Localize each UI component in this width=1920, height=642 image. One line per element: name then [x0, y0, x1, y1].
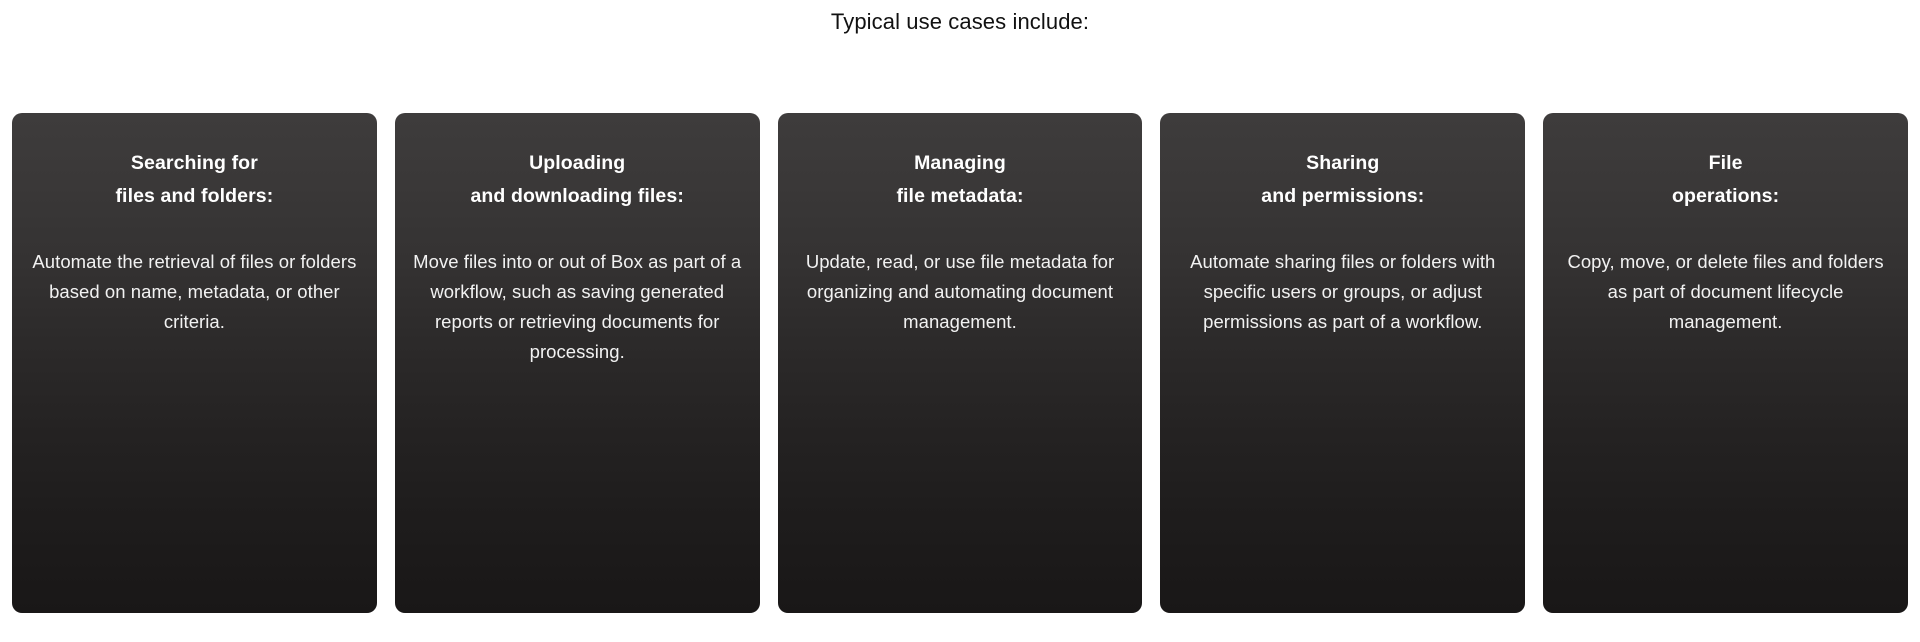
use-case-card-uploading: Uploading and downloading files: Move fi… [394, 113, 760, 613]
card-heading: Uploading and downloading files: [470, 152, 684, 207]
card-body: Copy, move, or delete files and folders … [1567, 251, 1884, 332]
use-case-card-sharing-permissions: Sharing and permissions: Automate sharin… [1160, 113, 1526, 613]
card-body: Automate sharing files or folders with s… [1190, 251, 1496, 332]
card-heading: File operations: [1671, 152, 1780, 207]
use-case-card-managing-metadata: Managing file metadata: Update, read, or… [777, 113, 1143, 613]
card-body: Automate the retrieval of files or folde… [32, 251, 357, 332]
card-heading: Sharing and permissions: [1261, 152, 1425, 207]
card-heading: Managing file metadata: [896, 152, 1024, 207]
use-case-card-searching: Searching for files and folders: Automat… [12, 113, 377, 613]
use-case-card-row: Searching for files and folders: Automat… [12, 113, 1908, 613]
card-body: Update, read, or use file metadata for o… [805, 251, 1115, 332]
card-body: Move files into or out of Box as part of… [413, 251, 742, 362]
card-heading: Searching for files and folders: [115, 152, 274, 207]
page-title: Typical use cases include: [830, 9, 1090, 34]
use-case-card-file-operations: File operations: Copy, move, or delete f… [1543, 113, 1908, 613]
